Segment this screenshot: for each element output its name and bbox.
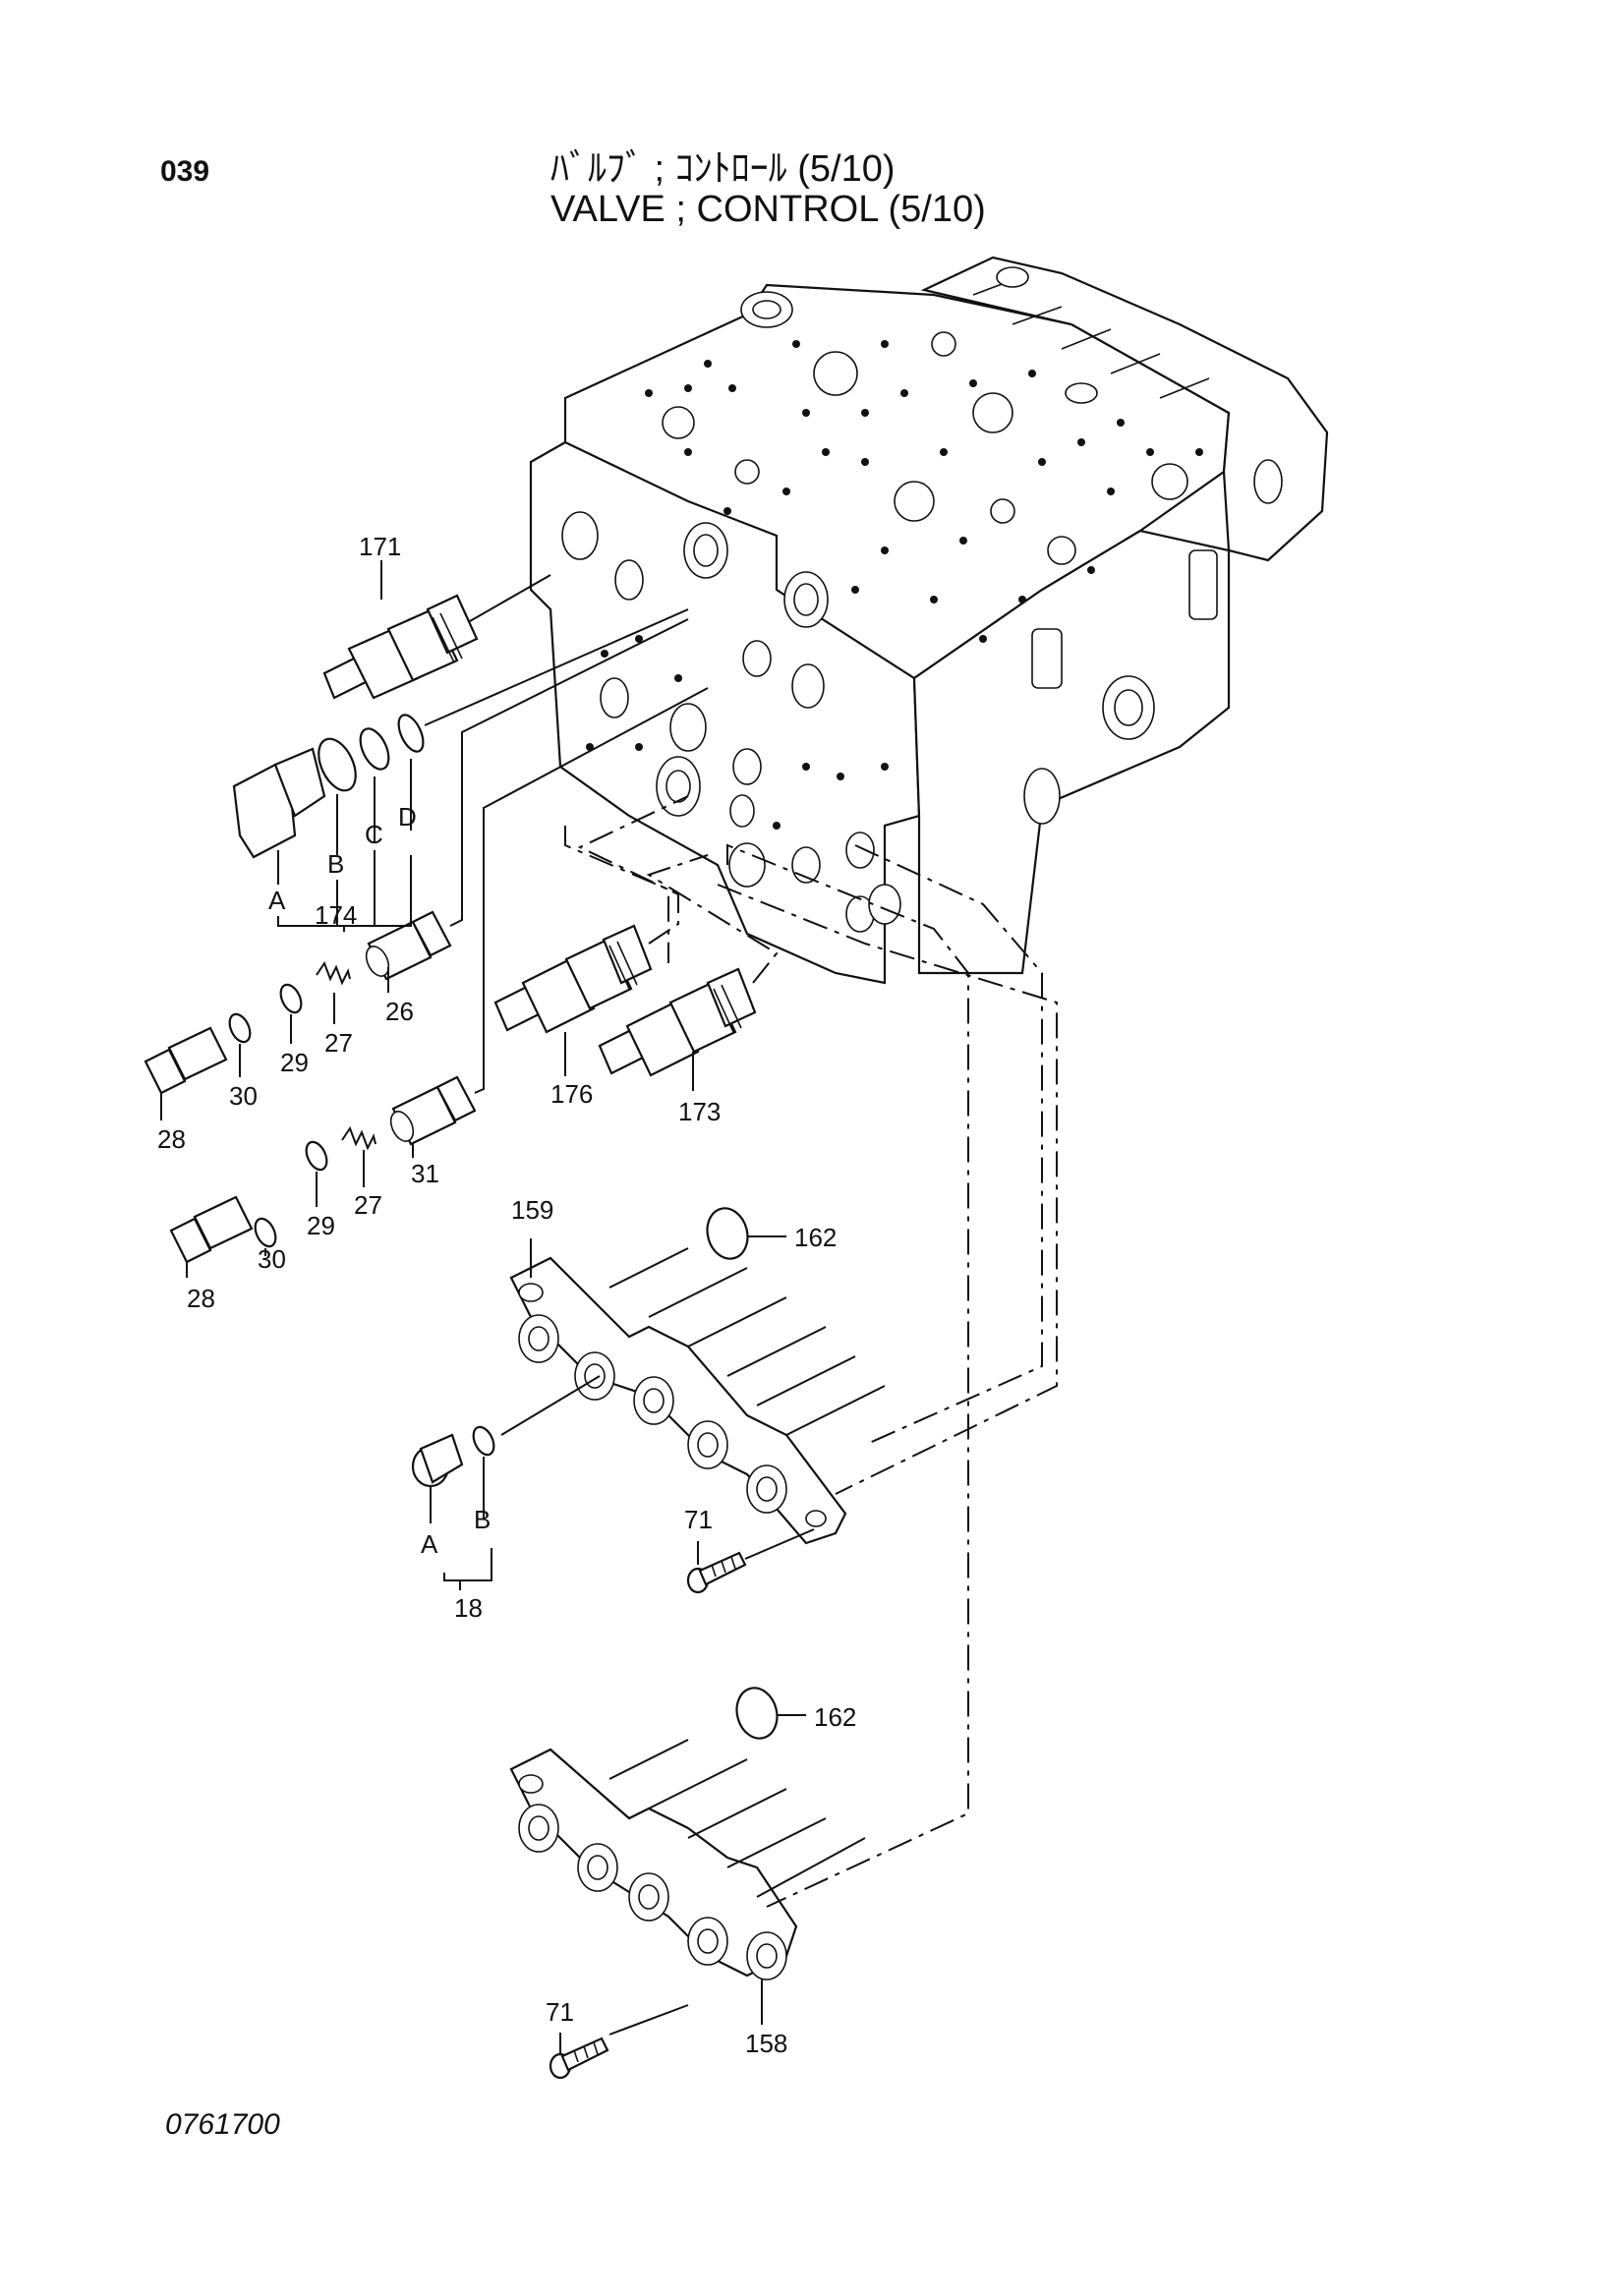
- callout-173: 173: [678, 1097, 721, 1126]
- callout-71-upper: 71: [684, 1505, 713, 1534]
- callout-28-lower: 28: [187, 1284, 215, 1313]
- callout-162-upper: 162: [794, 1223, 837, 1252]
- bolt-71-lower: [549, 2037, 609, 2080]
- page-number: 039: [160, 155, 210, 188]
- callout-174-c: C: [365, 820, 383, 849]
- title-english: VALVE ; CONTROL (5/10): [550, 189, 986, 230]
- plug-28-upper: [144, 1026, 228, 1095]
- callout-26: 26: [385, 997, 414, 1026]
- title-japanese: ﾊﾞﾙﾌﾞ ; ｺﾝﾄﾛｰﾙ (5/10): [550, 148, 896, 190]
- ring-30-lower: [254, 1217, 277, 1248]
- callout-71-lower: 71: [546, 1997, 574, 2027]
- spring-27-lower: [341, 1125, 376, 1151]
- callout-30-upper: 30: [229, 1081, 258, 1111]
- callout-171: 171: [359, 532, 401, 561]
- plug-assembly-18: [411, 1425, 495, 1488]
- plug-28-lower: [169, 1195, 254, 1264]
- callout-18-a: A: [421, 1529, 438, 1559]
- callout-27-upper: 27: [324, 1028, 353, 1058]
- callout-30-lower: 30: [258, 1244, 286, 1274]
- callout-158: 158: [745, 2029, 787, 2058]
- callout-174-a: A: [268, 886, 286, 915]
- spring-27-upper: [316, 960, 351, 986]
- control-valve-body: [529, 256, 1329, 985]
- spool-31: [389, 1075, 477, 1146]
- ring-29-lower: [305, 1140, 328, 1172]
- callout-174-b: B: [327, 849, 344, 879]
- relief-valve-173: [598, 967, 757, 1077]
- callout-176: 176: [550, 1079, 593, 1109]
- plug-assembly-174: [232, 714, 425, 859]
- callout-28-upper: 28: [157, 1124, 186, 1154]
- spool-26: [365, 910, 452, 981]
- relief-valve-171: [322, 594, 479, 700]
- callout-159: 159: [511, 1195, 553, 1225]
- ring-30-upper: [228, 1012, 252, 1044]
- callout-31: 31: [411, 1159, 439, 1188]
- callout-162-lower: 162: [814, 1702, 856, 1732]
- callout-29-upper: 29: [280, 1048, 309, 1077]
- callout-174-d: D: [398, 802, 417, 832]
- drawing-code: 0761700: [165, 2108, 280, 2141]
- ring-29-upper: [279, 983, 303, 1014]
- callout-174: 174: [315, 900, 357, 930]
- callout-18-b: B: [474, 1505, 491, 1534]
- callout-27-lower: 27: [354, 1190, 382, 1220]
- callout-18: 18: [454, 1593, 483, 1623]
- bolt-71-upper: [686, 1551, 747, 1594]
- manifold-block-159: [509, 1207, 847, 1545]
- relief-valve-176: [493, 924, 653, 1034]
- callout-29-lower: 29: [307, 1211, 335, 1240]
- leader-lines: [160, 560, 1058, 2054]
- manifold-block-158: [509, 1687, 798, 1980]
- callout-labels: 171 174 A B C D 26 27 29 30 28 176 173 3…: [157, 532, 856, 2058]
